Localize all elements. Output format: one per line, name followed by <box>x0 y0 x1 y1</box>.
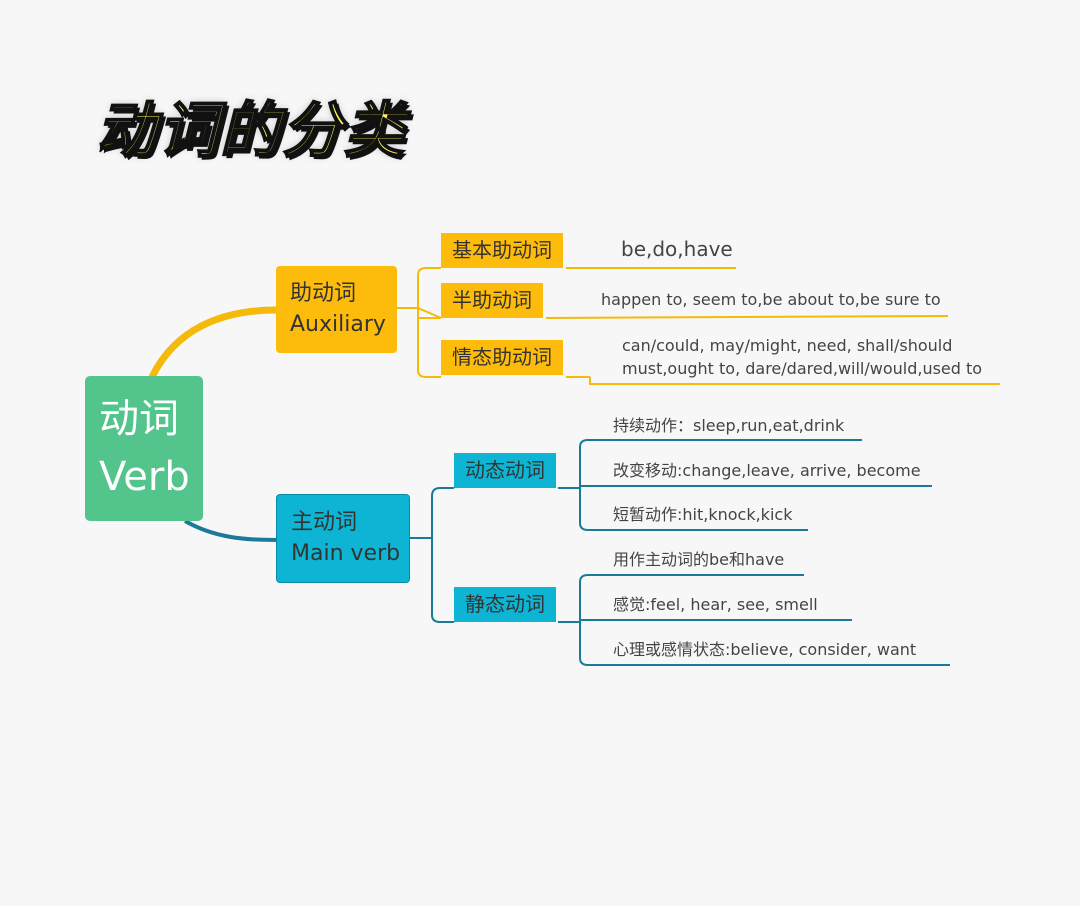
connector-root-auxiliary <box>148 306 277 379</box>
main-verb-label-cn: 主动词 <box>291 510 358 535</box>
node-semi-auxiliary[interactable]: 半助动词 <box>441 283 543 318</box>
node-dynamic-verb[interactable]: 动态动词 <box>454 453 556 488</box>
leaf-modal-auxiliary-2: must,ought to, dare/dared,will/would,use… <box>622 359 983 378</box>
connector-root-main <box>184 519 277 542</box>
page-title: 动词的分类 <box>95 95 406 167</box>
auxiliary-branches <box>397 267 442 378</box>
node-modal-auxiliary[interactable]: 情态助动词 <box>441 340 563 375</box>
root-label-cn: 动词 <box>99 396 179 442</box>
root-label-en: Verb <box>99 454 190 500</box>
leaf-modal-auxiliary-1: can/could, may/might, need, shall/should <box>622 336 953 355</box>
leaf-dynamic-momentary: 短暂动作:hit,knock,kick <box>613 505 793 524</box>
auxiliary-label-en: Auxiliary <box>290 312 386 337</box>
auxiliary-leaf-lines <box>545 267 1000 385</box>
leaf-semi-auxiliary: happen to, seem to,be about to,be sure t… <box>601 290 941 309</box>
main-branches <box>410 439 950 666</box>
leaf-dynamic-change: 改变移动:change,leave, arrive, become <box>613 461 921 480</box>
root-node-verb[interactable]: 动词 Verb <box>85 376 203 521</box>
leaf-dynamic-continuous: 持续动作：sleep,run,eat,drink <box>613 416 845 435</box>
main-verb-node[interactable]: 主动词 Main verb <box>276 494 410 583</box>
leaf-basic-auxiliary: be,do,have <box>621 237 733 261</box>
leaf-stative-mental: 心理或感情状态:believe, consider, want <box>613 640 917 659</box>
auxiliary-node[interactable]: 助动词 Auxiliary <box>276 266 397 353</box>
leaf-stative-sense: 感觉:feel, hear, see, smell <box>613 595 818 614</box>
node-stative-verb[interactable]: 静态动词 <box>454 587 556 622</box>
auxiliary-label-cn: 助动词 <box>290 281 357 306</box>
main-verb-label-en: Main verb <box>291 541 401 566</box>
node-basic-auxiliary[interactable]: 基本助动词 <box>441 233 563 268</box>
leaf-stative-be-have: 用作主动词的be和have <box>613 550 785 569</box>
